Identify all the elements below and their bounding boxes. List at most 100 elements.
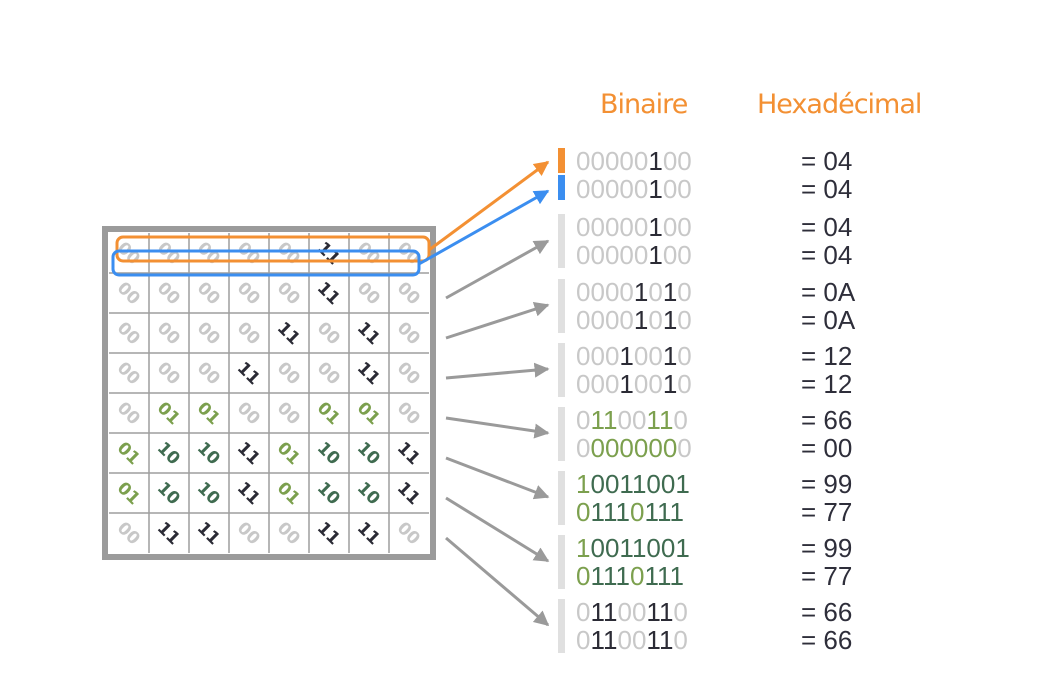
grid-cell: 00	[233, 318, 264, 349]
grid-cell: 11	[193, 518, 224, 549]
grid-cell: 10	[193, 438, 224, 469]
grid-cell: 00	[153, 238, 184, 269]
grid-cell: 11	[233, 478, 264, 509]
binary-value: 00001010	[576, 277, 692, 307]
grid-cell: 01	[313, 398, 344, 429]
row-arrow	[445, 456, 550, 500]
grid-cell: 00	[393, 518, 424, 549]
grid-cell: 00	[353, 278, 384, 309]
row-arrow	[445, 496, 550, 563]
hex-value: = 77	[801, 561, 852, 591]
grid-cell: 00	[393, 398, 424, 429]
grid-cell: 00	[153, 278, 184, 309]
grid-cell: 00	[233, 398, 264, 429]
row-arrows	[111, 160, 550, 627]
grid-cell: 11	[313, 518, 344, 549]
hex-value: = 00	[801, 433, 852, 463]
grid-cell: 00	[313, 318, 344, 349]
grid-cell: 00	[113, 518, 144, 549]
binary-value: 00000100	[576, 174, 692, 204]
row-arrow	[445, 239, 550, 300]
hex-value: = 12	[801, 341, 852, 371]
grid-cell: 00	[193, 318, 224, 349]
grid-cell: 01	[273, 478, 304, 509]
grid-cell: 00	[233, 518, 264, 549]
pixel-grid: 00 00 00 00 00 11 00 00 00 00 00 00 00 11 00 00 00 00 00 00…	[102, 226, 436, 560]
hex-value: = 0A	[801, 277, 856, 307]
hex-value: = 99	[801, 533, 852, 563]
grid-cell: 10	[313, 478, 344, 509]
hex-header: Hexadécimal	[757, 89, 921, 120]
arrow-orange	[428, 160, 550, 252]
grid-cell: 00	[113, 278, 144, 309]
binary-value: 01100110	[576, 405, 688, 435]
hex-value: = 66	[801, 405, 852, 435]
grid-cell: 11	[313, 278, 344, 309]
row-arrow	[445, 536, 550, 627]
grid-cell: 11	[153, 518, 184, 549]
grid-cell: 00	[273, 358, 304, 389]
grid-cell: 00	[113, 358, 144, 389]
grid-cell: 01	[353, 398, 384, 429]
binary-value: 01100110	[576, 597, 688, 627]
arrow-blue	[418, 189, 550, 266]
row-bar	[558, 343, 565, 397]
grid-cell: 10	[153, 438, 184, 469]
binary-value: 01110111	[576, 497, 684, 527]
binary-value: 01110111	[576, 561, 684, 591]
binary-value: 00010010	[576, 369, 692, 399]
row-bar-blue	[558, 175, 565, 200]
grid-cell: 10	[153, 478, 184, 509]
grid-cell: 00	[393, 318, 424, 349]
row-bar	[558, 471, 565, 525]
hex-value: = 04	[801, 146, 852, 176]
grid-cell: 11	[233, 358, 264, 389]
grid-cell: 00	[393, 358, 424, 389]
row-bar	[558, 214, 565, 268]
grid-cell: 00	[273, 278, 304, 309]
grid-cell: 00	[353, 238, 384, 269]
grid-cell: 00	[153, 358, 184, 389]
hex-value: = 99	[801, 469, 852, 499]
binary-value: 00010010	[576, 341, 692, 371]
hex-value: = 04	[801, 240, 852, 270]
binary-value: 10011001	[576, 469, 690, 499]
grid-cell: 11	[233, 438, 264, 469]
row-arrow	[445, 416, 550, 439]
grid-cell: 01	[113, 438, 144, 469]
grid-cell: 11	[393, 438, 424, 469]
grid-cell: 11	[353, 358, 384, 389]
grid-cell: 00	[273, 238, 304, 269]
grid-cell: 00	[393, 278, 424, 309]
binary-header: Binaire	[600, 89, 688, 120]
binary-value: 01100110	[576, 625, 688, 655]
grid-cell: 00	[193, 278, 224, 309]
grid-frame	[102, 226, 436, 560]
grid-cell: 00	[193, 238, 224, 269]
grid-cell: 01	[193, 398, 224, 429]
grid-cell: 00	[113, 318, 144, 349]
grid-cell: 01	[153, 398, 184, 429]
hex-value: = 04	[801, 212, 852, 242]
grid-cell: 11	[393, 478, 424, 509]
grid-cell: 10	[193, 478, 224, 509]
row-bar	[558, 279, 565, 333]
hex-value: = 04	[801, 174, 852, 204]
grid-cell: 11	[353, 518, 384, 549]
binary-value: 00001010	[576, 305, 692, 335]
grid-cell: 00	[273, 398, 304, 429]
grid-cell: 00	[233, 238, 264, 269]
grid-cell: 01	[113, 478, 144, 509]
row-bar	[558, 407, 565, 461]
grid-cell: 10	[353, 478, 384, 509]
row-bar-orange	[558, 148, 565, 173]
grid-cell: 01	[273, 438, 304, 469]
binary-value: 00000100	[576, 240, 692, 270]
